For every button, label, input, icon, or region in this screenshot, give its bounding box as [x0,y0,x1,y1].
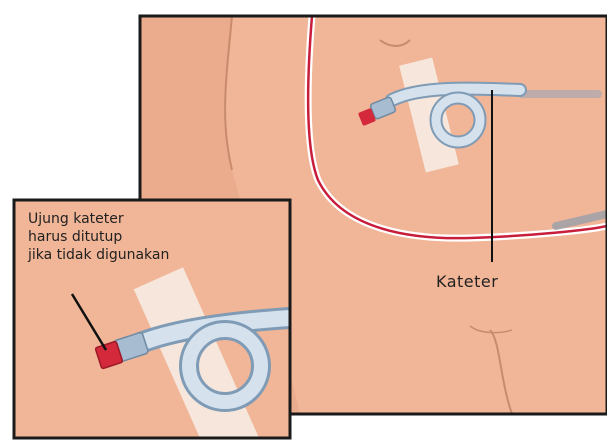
inset-caption-line3: jika tidak digunakan [28,246,169,264]
inset-caption: Ujung kateter harus ditutup jika tidak d… [28,210,169,264]
inset-caption-line2: harus ditutup [28,228,169,246]
inset-caption-line1: Ujung kateter [28,210,169,228]
catheter-label: Kateter [436,272,498,291]
